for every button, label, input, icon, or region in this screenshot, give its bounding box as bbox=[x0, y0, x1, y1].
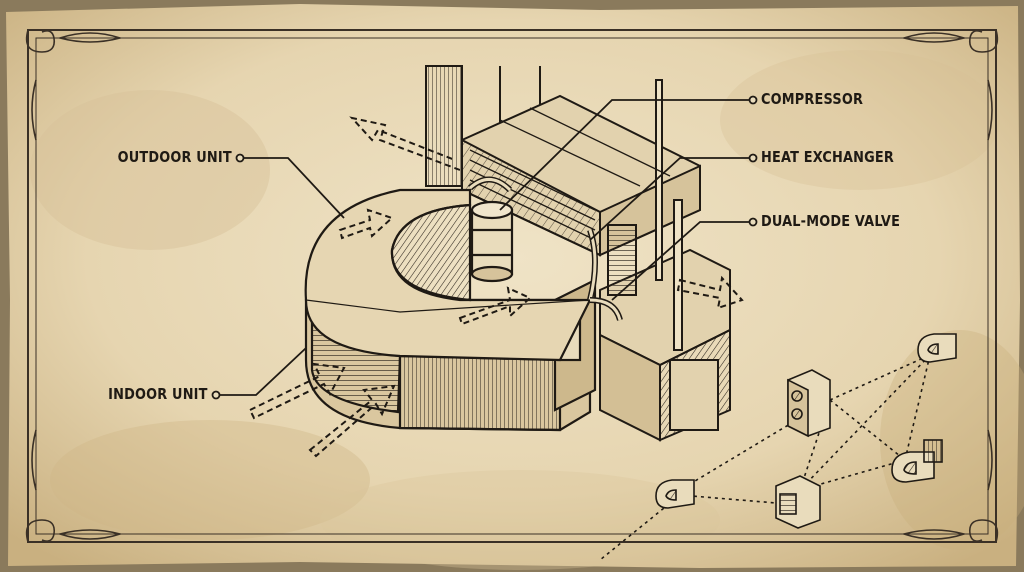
indoor-unit-label: INDOOR UNIT bbox=[108, 385, 208, 403]
compressor-label: COMPRESSOR bbox=[761, 90, 864, 108]
window-frame bbox=[425, 65, 731, 442]
dual-mode-valve-label: DUAL-MODE VALVE bbox=[761, 212, 901, 230]
horseshoe-unit bbox=[304, 176, 623, 432]
outdoor-unit-label: OUTDOOR UNIT bbox=[117, 148, 232, 166]
airflow-arrow-icon bbox=[248, 116, 744, 458]
network-node-icon bbox=[599, 333, 957, 561]
ornate-border bbox=[25, 29, 999, 543]
heat-exchanger-label: HEAT EXCHANGER bbox=[761, 148, 894, 166]
aged-paper bbox=[6, 4, 1024, 570]
callout-leaders bbox=[211, 95, 758, 400]
